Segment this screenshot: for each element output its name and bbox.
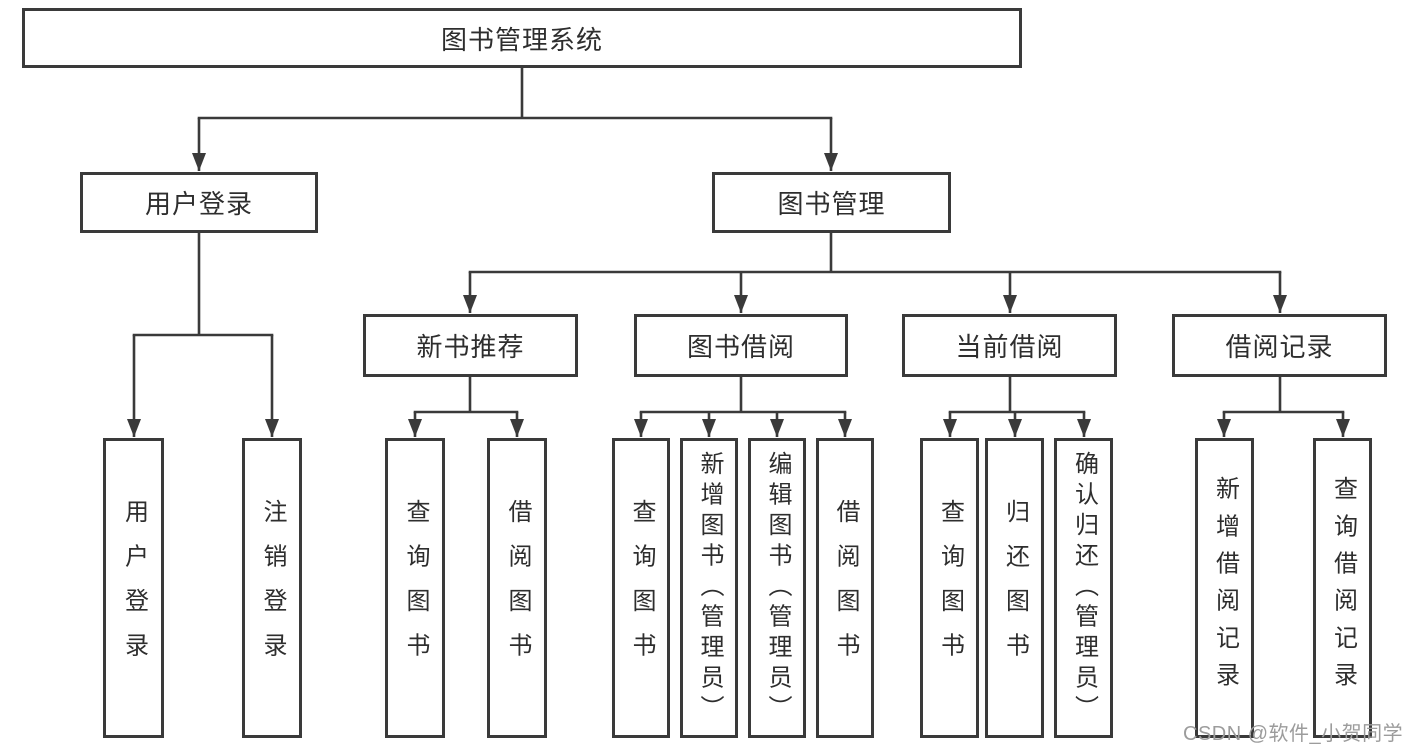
- leaf-borrow-books-2: 借阅图书: [816, 438, 874, 738]
- leaf-query-books-2-label: 查询图书: [628, 499, 655, 677]
- leaf-query-books-3-label: 查询图书: [936, 499, 964, 677]
- node-user-login-label: 用户登录: [144, 189, 253, 219]
- node-new-book-recommend-label: 新书推荐: [416, 332, 525, 362]
- leaf-add-borrow-record-label: 新增借阅记录: [1211, 476, 1239, 700]
- node-borrow-records-label: 借阅记录: [1225, 332, 1334, 362]
- leaf-borrow-books-2-label: 借阅图书: [832, 499, 859, 677]
- leaf-borrow-books-1: 借阅图书: [487, 438, 547, 738]
- node-book-borrowing: 图书借阅: [634, 314, 848, 377]
- node-book-borrowing-label: 图书借阅: [686, 332, 795, 362]
- leaf-query-books-3: 查询图书: [920, 438, 979, 738]
- node-library-system: 图书管理系统: [22, 8, 1022, 68]
- node-book-management: 图书管理: [712, 172, 951, 233]
- node-current-borrowing: 当前借阅: [902, 314, 1117, 377]
- leaf-confirm-return-admin: 确认归还（管理员）: [1054, 438, 1113, 738]
- leaf-query-borrow-record-label: 查询借阅记录: [1329, 476, 1357, 700]
- node-new-book-recommend: 新书推荐: [363, 314, 578, 377]
- connector-arrows: [127, 118, 1350, 437]
- csdn-watermark: CSDN @软件_小贺同学: [1183, 723, 1404, 745]
- node-user-login: 用户登录: [80, 172, 318, 233]
- leaf-edit-books-admin-label: 编辑图书（管理员）: [764, 450, 791, 726]
- leaf-user-login: 用户登录: [103, 438, 164, 738]
- node-book-management-label: 图书管理: [777, 189, 886, 219]
- leaf-return-books-label: 归还图书: [1001, 499, 1029, 677]
- leaf-edit-books-admin: 编辑图书（管理员）: [748, 438, 806, 738]
- leaf-logout-label: 注销登录: [259, 499, 286, 677]
- leaf-query-books-1: 查询图书: [385, 438, 445, 738]
- node-current-borrowing-label: 当前借阅: [955, 332, 1064, 362]
- leaf-confirm-return-admin-label: 确认归还（管理员）: [1070, 450, 1098, 726]
- leaf-add-books-admin: 新增图书（管理员）: [680, 438, 738, 738]
- leaf-add-borrow-record: 新增借阅记录: [1195, 438, 1254, 738]
- leaf-borrow-books-1-label: 借阅图书: [504, 499, 531, 677]
- leaf-add-books-admin-label: 新增图书（管理员）: [696, 450, 723, 726]
- node-borrow-records: 借阅记录: [1172, 314, 1387, 377]
- leaf-logout: 注销登录: [242, 438, 302, 738]
- leaf-query-borrow-record: 查询借阅记录: [1313, 438, 1372, 738]
- leaf-query-books-1-label: 查询图书: [402, 499, 429, 677]
- leaf-return-books: 归还图书: [985, 438, 1044, 738]
- leaf-user-login-label: 用户登录: [120, 499, 148, 677]
- leaf-query-books-2: 查询图书: [612, 438, 670, 738]
- node-library-system-label: 图书管理系统: [440, 24, 603, 55]
